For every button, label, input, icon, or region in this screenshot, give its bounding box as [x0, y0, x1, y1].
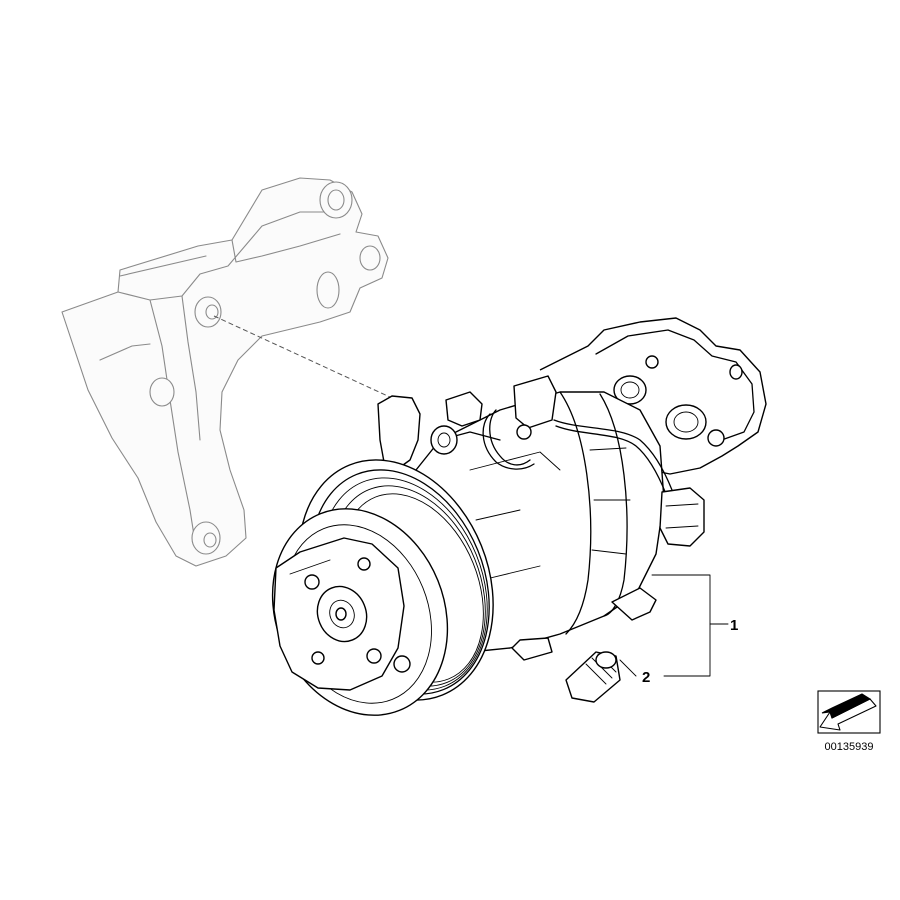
mounting-bracket-icon: [61, 177, 389, 567]
callout-leaders: [619, 574, 729, 677]
ac-compressor-icon: [271, 317, 767, 716]
callout-2-label: 2: [642, 669, 650, 686]
reference-number: 00135939: [825, 741, 874, 753]
relief-valve-icon: [565, 651, 621, 703]
callout-1-label: 1: [730, 617, 738, 634]
direction-arrow-icon: [817, 690, 881, 734]
alignment-line: [213, 315, 393, 399]
